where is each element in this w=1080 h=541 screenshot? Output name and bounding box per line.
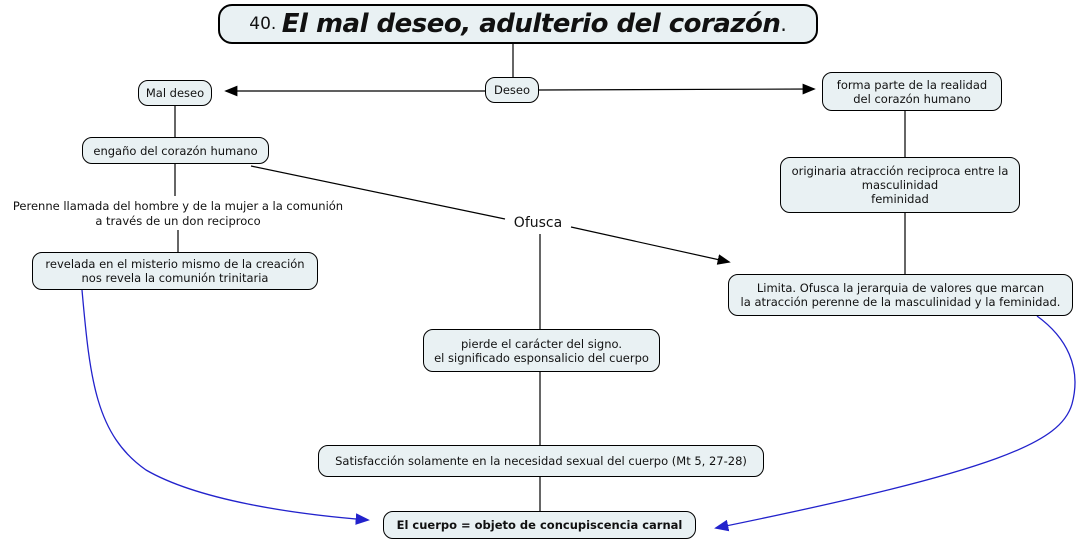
label-ofusca[interactable]: Ofusca (513, 214, 563, 231)
node-forma-parte[interactable]: forma parte de la realidad del corazón h… (822, 72, 1002, 111)
edge-ofusca-to-limita (570, 226, 731, 265)
node-limita[interactable]: Limita. Ofusca la jerarquia de valores q… (728, 274, 1073, 316)
edge-blue-revelada-to-el-cuerpo (81, 289, 370, 525)
title-number: 40. (249, 14, 282, 34)
edge-deseo-to-forma-parte (538, 83, 816, 95)
node-originaria[interactable]: originaria atracción reciproca entre la … (780, 157, 1020, 213)
edge-blue-limita-to-el-cuerpo (714, 315, 1076, 532)
node-engano[interactable]: engaño del corazón humano (82, 137, 269, 164)
title-text: El mal deseo, adulterio del corazón (281, 9, 781, 39)
node-pierde[interactable]: pierde el carácter del signo. el signifi… (423, 329, 660, 372)
label-perenne-llamada[interactable]: Perenne llamada del hombre y de la mujer… (12, 198, 344, 228)
node-mal-deseo[interactable]: Mal deseo (138, 80, 212, 106)
edge-engano-to-ofusca (250, 165, 506, 220)
node-deseo[interactable]: Deseo (485, 77, 539, 103)
node-satisfaccion[interactable]: Satisfacción solamente en la necesidad s… (318, 445, 764, 477)
node-title[interactable]: 40. El mal deseo, adulterio del corazón. (218, 4, 818, 44)
node-revelada[interactable]: revelada en el misterio mismo de la crea… (32, 252, 318, 290)
title-period: . (780, 12, 787, 36)
node-el-cuerpo[interactable]: El cuerpo = objeto de concupiscencia car… (383, 511, 696, 539)
